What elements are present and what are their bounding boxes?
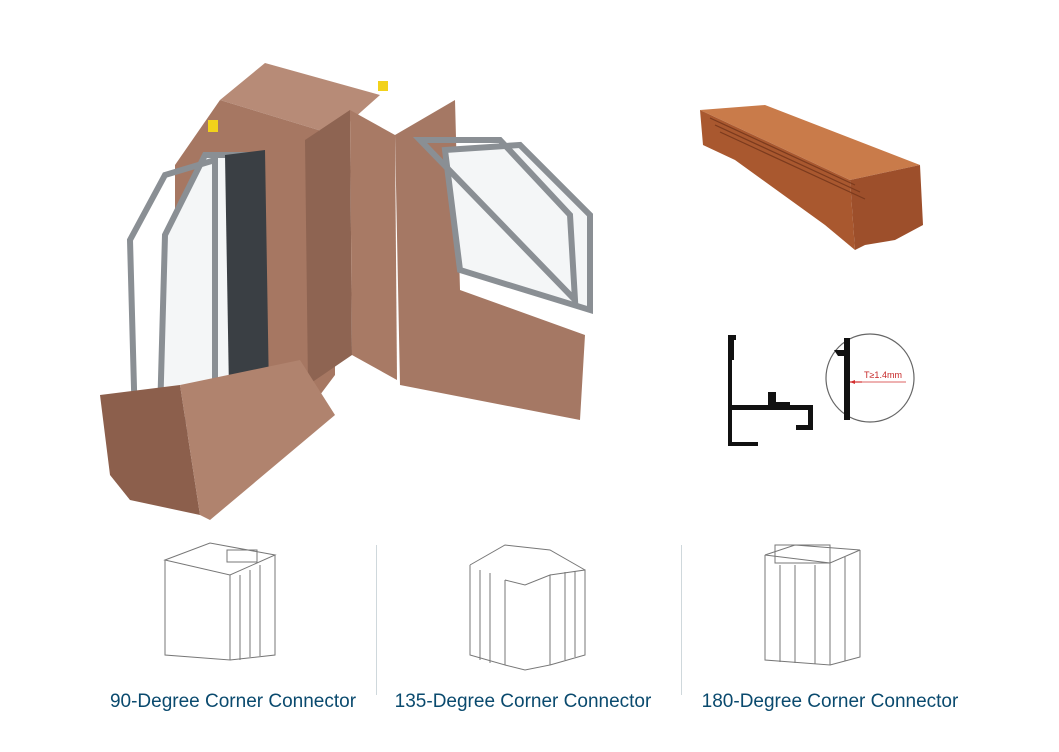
profile-side	[700, 110, 855, 250]
profile-render	[700, 105, 923, 250]
connector-90-drawing	[163, 542, 277, 661]
caption-180-degree: 180-Degree Corner Connector	[701, 691, 959, 712]
thickness-detail: T≥1.4mm	[822, 330, 922, 425]
connector-135-drawing	[469, 544, 586, 671]
clip-left	[208, 120, 218, 132]
caption-90-degree: 90-Degree Corner Connector	[109, 691, 357, 712]
connector-180-drawing	[764, 544, 861, 666]
profile-end	[850, 165, 923, 250]
right-glass-frame	[412, 137, 579, 308]
clip-right	[378, 81, 388, 91]
profile-cross-section	[728, 335, 813, 446]
pillar-face	[350, 110, 397, 380]
caption-135-degree: 135-Degree Corner Connector	[394, 691, 652, 712]
thickness-label: T≥1.4mm	[864, 370, 902, 380]
divider-1	[376, 545, 377, 695]
divider-2	[681, 545, 682, 695]
thickness-circle	[825, 333, 915, 423]
profile-top	[700, 105, 920, 180]
right-wall	[395, 100, 585, 420]
bottom-profile	[100, 385, 200, 515]
pillar	[305, 110, 352, 385]
window-corner-illustration	[100, 63, 593, 520]
bottom-profile-face	[180, 360, 335, 520]
